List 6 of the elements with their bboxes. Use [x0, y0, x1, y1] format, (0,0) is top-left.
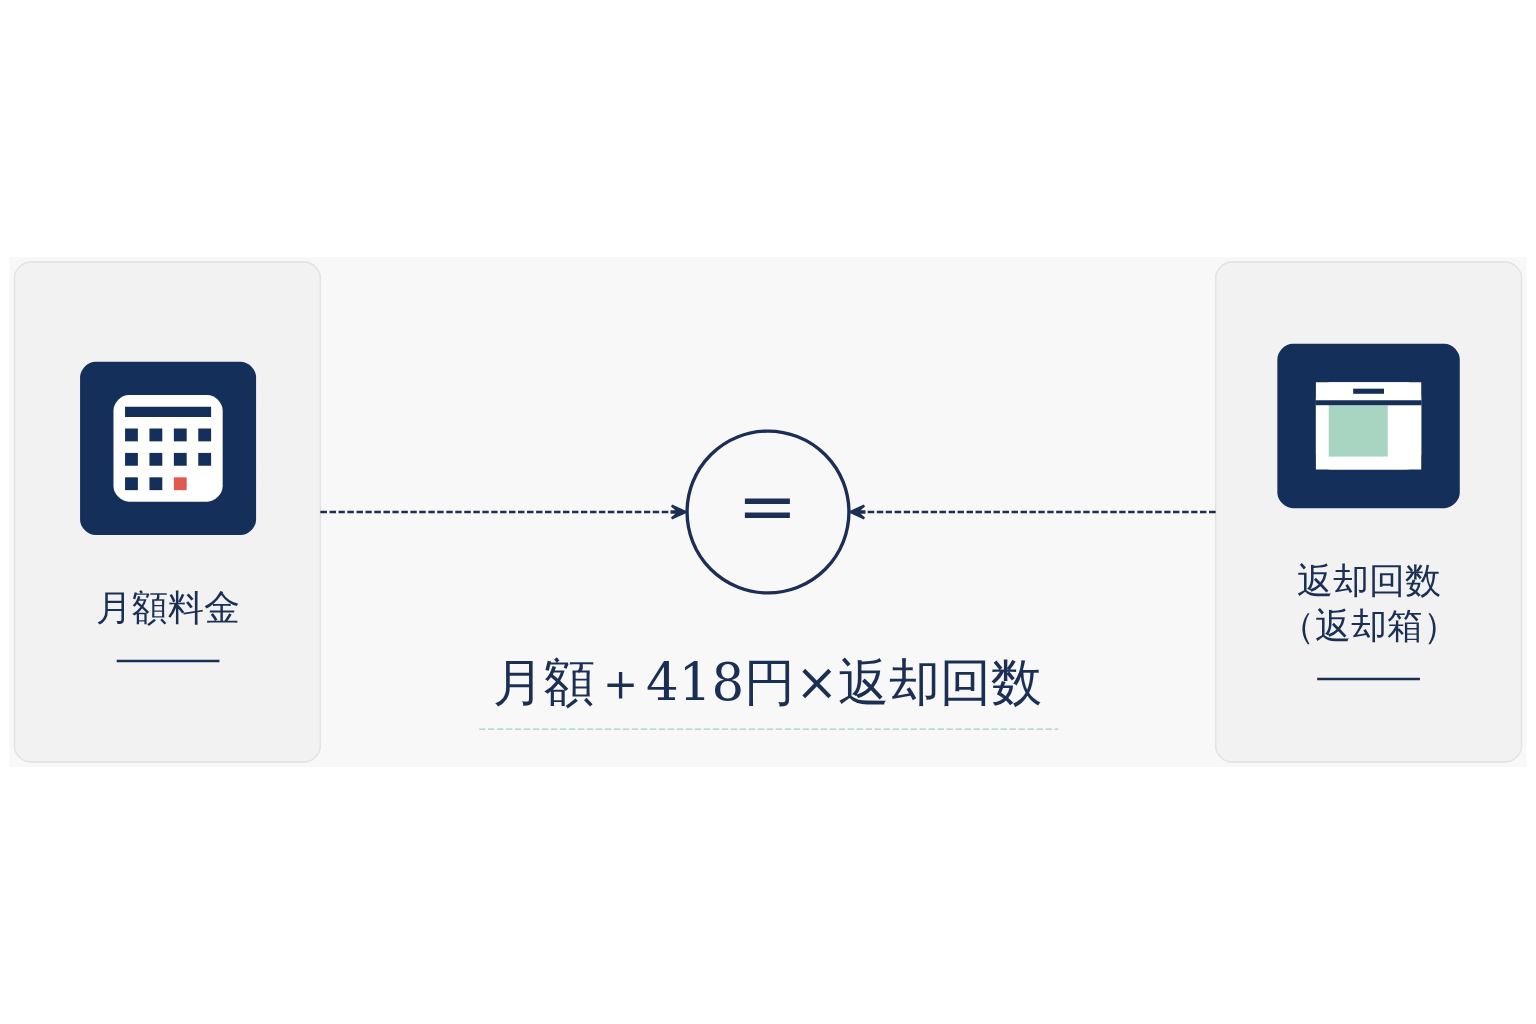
label: 月額＋418円×返却回数	[493, 651, 1043, 712]
node-circle: =	[685, 429, 851, 595]
node-box: 返却回数 （返却箱）	[1214, 261, 1523, 763]
node-box: 月額料金	[13, 261, 322, 763]
arrow	[849, 504, 1216, 520]
arrow	[320, 504, 687, 520]
